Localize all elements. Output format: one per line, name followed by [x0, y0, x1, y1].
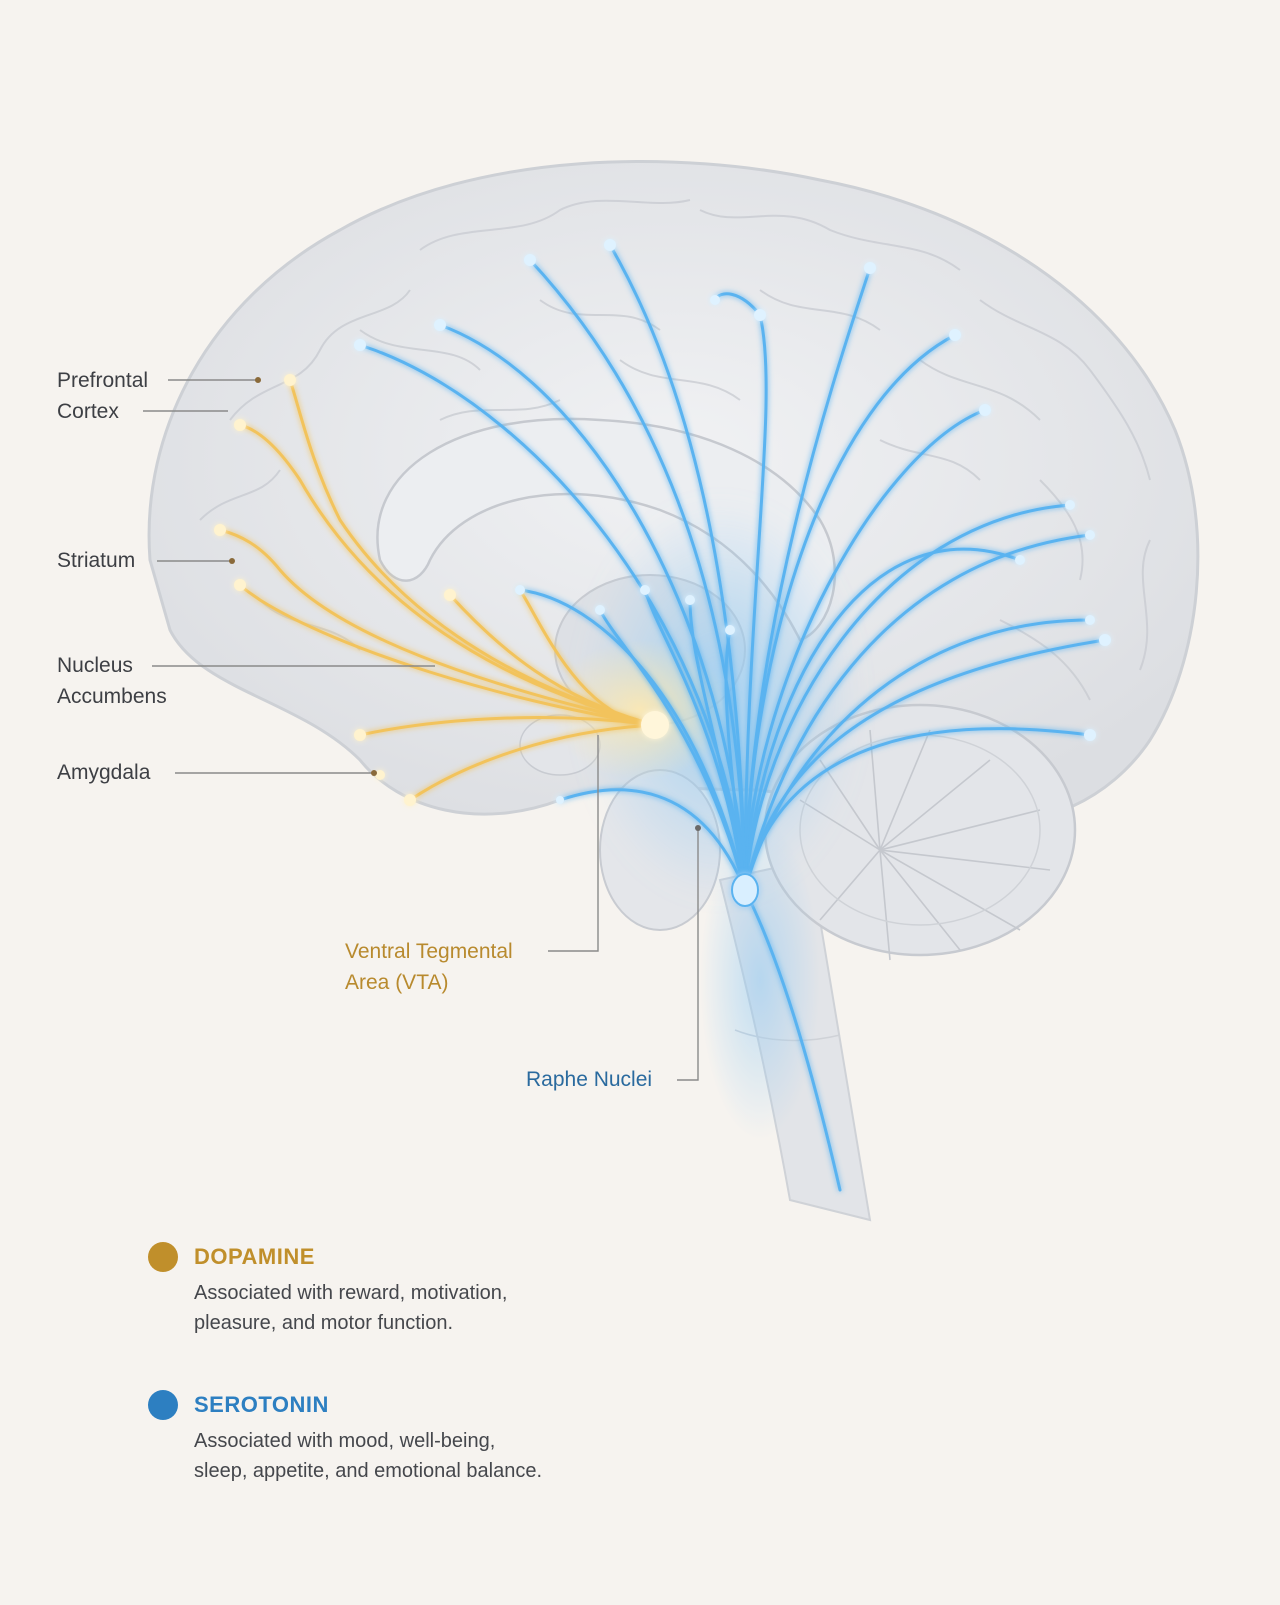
- legend-dopamine-description: Associated with reward, motivation, plea…: [194, 1278, 674, 1338]
- vta-nucleus: [641, 711, 669, 739]
- raphe-nucleus: [732, 874, 758, 906]
- dopamine-dot-icon: [148, 1242, 178, 1272]
- legend-serotonin: SEROTONIN Associated with mood, well-bei…: [148, 1388, 708, 1498]
- label-vta: Ventral Tegmental Area (VTA): [345, 936, 513, 998]
- label-nucleus-accumbens: Nucleus Accumbens: [57, 650, 167, 712]
- serotonin-dot-icon: [148, 1390, 178, 1420]
- legend-serotonin-title: SEROTONIN: [194, 1388, 329, 1422]
- label-striatum: Striatum: [57, 545, 135, 576]
- legend-dopamine-title: DOPAMINE: [194, 1240, 315, 1274]
- label-raphe-nuclei: Raphe Nuclei: [526, 1064, 652, 1095]
- label-amygdala: Amygdala: [57, 757, 150, 788]
- legend-serotonin-description: Associated with mood, well-being, sleep,…: [194, 1426, 674, 1486]
- legend-dopamine: DOPAMINE Associated with reward, motivat…: [148, 1240, 708, 1350]
- label-prefrontal-cortex: Prefrontal Cortex: [57, 365, 148, 427]
